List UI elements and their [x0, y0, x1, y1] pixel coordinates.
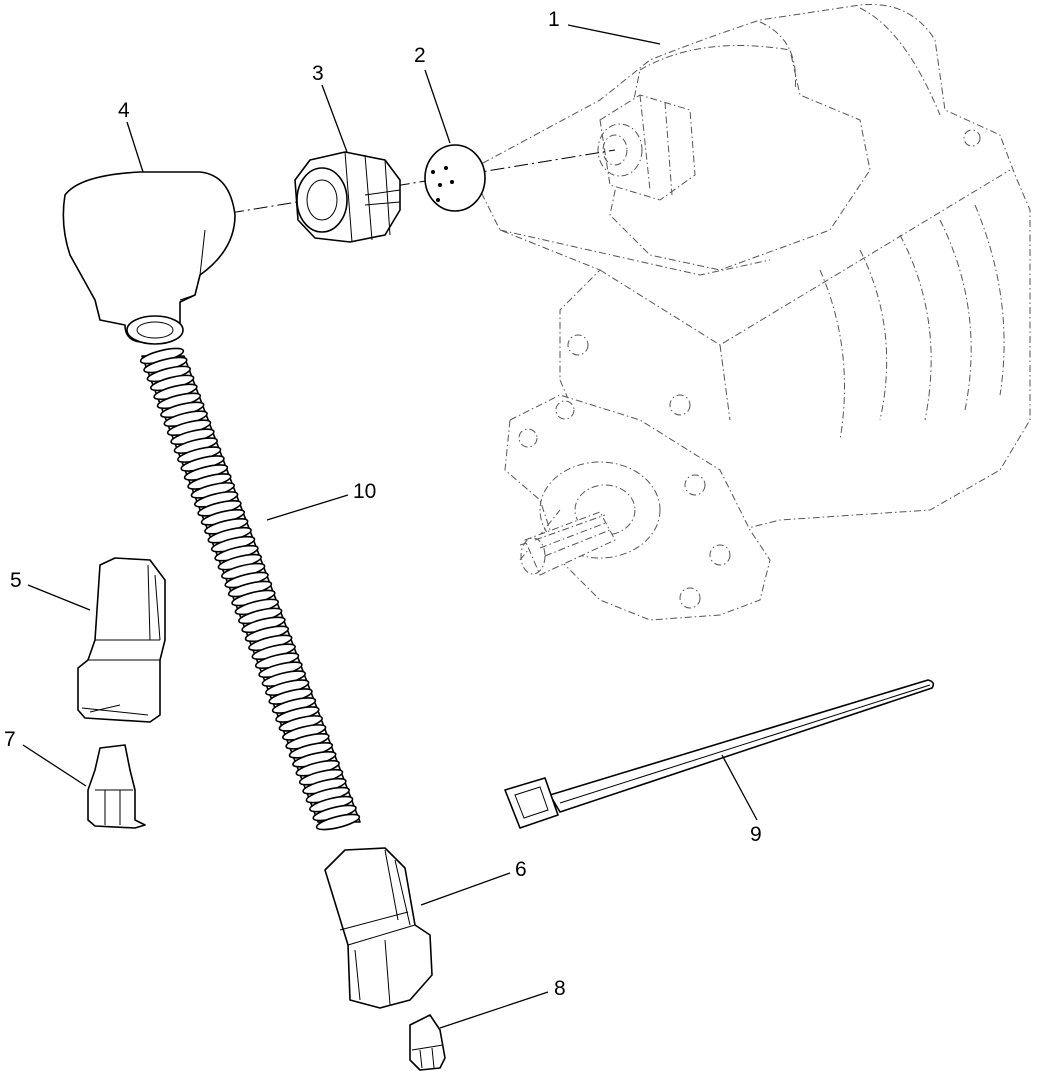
callout-10: 10 [353, 480, 376, 503]
pump-assembly [469, 3, 1031, 621]
callout-2: 2 [414, 44, 426, 67]
callout-1: 1 [548, 8, 560, 31]
part-2-disc [424, 144, 486, 212]
callout-4: 4 [118, 99, 130, 122]
callout-3: 3 [312, 62, 324, 85]
assembly-axis [229, 149, 616, 214]
callout-6: 6 [515, 858, 527, 881]
conduit-ridge [315, 813, 361, 831]
callout-labels: 1 2 3 4 5 6 7 8 9 10 [4, 8, 762, 1000]
callout-8: 8 [554, 977, 566, 1000]
part-4-elbow-connector [62, 171, 236, 345]
callout-5: 5 [10, 569, 22, 592]
part-9-cable-tie [504, 679, 935, 829]
part-3-hex-fitting [294, 151, 401, 243]
callout-9: 9 [750, 823, 762, 846]
part-5-connector [77, 557, 166, 723]
leader-lines [22, 24, 758, 1029]
part-10-corrugated-conduit [139, 347, 361, 831]
part-7-wedge-lock [87, 744, 146, 829]
part-6-connector [324, 847, 433, 1009]
part-8-wedge-lock [409, 1014, 446, 1071]
callout-7: 7 [4, 728, 16, 751]
